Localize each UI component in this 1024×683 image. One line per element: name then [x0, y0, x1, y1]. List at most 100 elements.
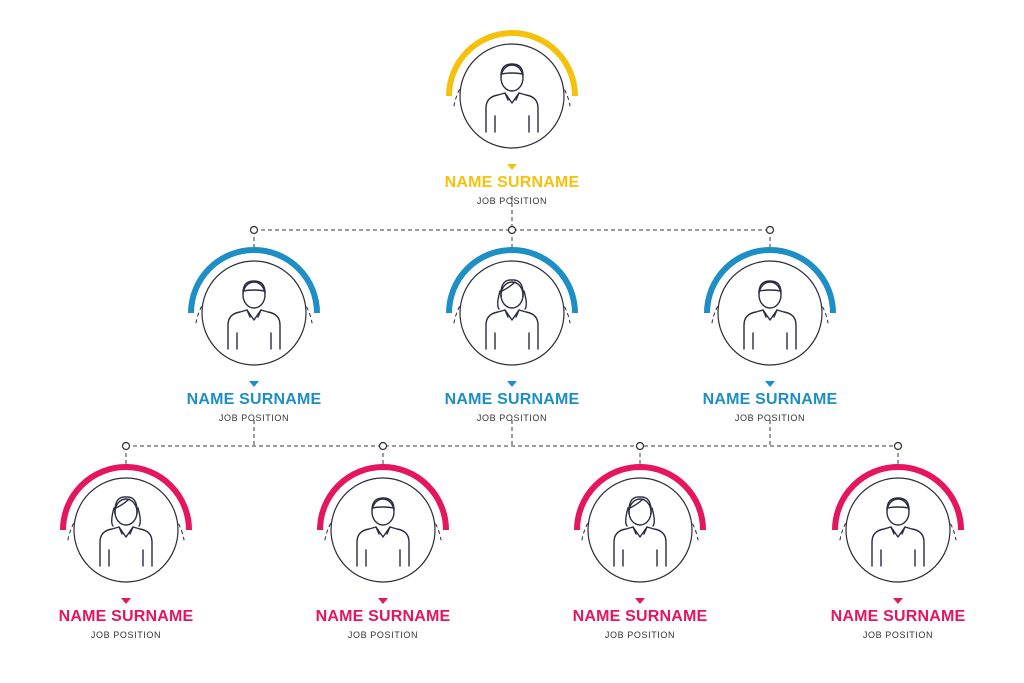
node-position: JOB POSITION: [476, 196, 548, 206]
avatar-circle: [717, 260, 823, 366]
torso-shape: [485, 309, 539, 350]
level-arc: [574, 464, 706, 531]
node-label-n1: NAME SURNAME JOB POSITION: [154, 391, 354, 424]
torso-shape: [743, 309, 797, 350]
arm-lines: [622, 549, 658, 567]
hair-shape: [758, 280, 782, 294]
head-shape: [758, 281, 782, 309]
pointer-triangle-icon: [765, 381, 775, 387]
pointer-triangle-icon: [121, 598, 131, 604]
avatar-circle: [459, 260, 565, 366]
female-person-icon: [485, 279, 539, 350]
junction-dot: [635, 441, 645, 451]
level-arc: [704, 247, 836, 314]
head-shape: [371, 498, 395, 526]
male-person-icon: [227, 280, 281, 350]
node-name: NAME SURNAME: [444, 391, 580, 408]
collar-lines: [762, 309, 778, 318]
male-person-icon: [871, 497, 925, 567]
node-name: NAME SURNAME: [315, 608, 451, 625]
node-position: JOB POSITION: [476, 413, 548, 423]
avatar-circle: [201, 260, 307, 366]
junction-dot: [378, 441, 388, 451]
node-label-n0: NAME SURNAME JOB POSITION: [412, 174, 612, 207]
level-arc: [60, 464, 192, 531]
node-label-n5: NAME SURNAME JOB POSITION: [283, 608, 483, 641]
hair-shape: [371, 497, 395, 511]
hair-shape: [886, 497, 910, 511]
node-label-n6: NAME SURNAME JOB POSITION: [540, 608, 740, 641]
pointer-triangle-icon: [635, 598, 645, 604]
level-arc: [446, 247, 578, 314]
junction-dot: [249, 225, 259, 235]
collar-lines: [375, 526, 391, 535]
head-shape: [886, 498, 910, 526]
torso-shape: [485, 92, 539, 133]
female-person-icon: [613, 496, 667, 567]
node-name: NAME SURNAME: [444, 174, 580, 191]
junction-dot: [507, 225, 517, 235]
head-shape: [242, 281, 266, 309]
male-person-icon: [356, 497, 410, 567]
level-arc: [832, 464, 964, 531]
collar-lines: [504, 309, 520, 318]
pointer-triangle-icon: [507, 381, 517, 387]
avatar-circle: [845, 477, 951, 583]
hair-shape: [111, 496, 141, 527]
hair-shape: [500, 63, 524, 77]
male-person-icon: [485, 63, 539, 133]
male-person-icon: [743, 280, 797, 350]
torso-shape: [613, 526, 667, 567]
torso-shape: [871, 526, 925, 567]
junction-dot: [121, 441, 131, 451]
arm-lines: [880, 549, 916, 567]
node-position: JOB POSITION: [347, 630, 419, 640]
junction-dot: [893, 441, 903, 451]
node-position: JOB POSITION: [90, 630, 162, 640]
node-label-n7: NAME SURNAME JOB POSITION: [798, 608, 998, 641]
node-label-n4: NAME SURNAME JOB POSITION: [26, 608, 226, 641]
torso-shape: [356, 526, 410, 567]
pointer-triangle-icon: [507, 164, 517, 170]
collar-lines: [632, 526, 648, 535]
hair-shape: [242, 280, 266, 294]
node-position: JOB POSITION: [604, 630, 676, 640]
pointer-triangle-icon: [249, 381, 259, 387]
node-name: NAME SURNAME: [572, 608, 708, 625]
node-name: NAME SURNAME: [186, 391, 322, 408]
pointer-triangle-icon: [378, 598, 388, 604]
arm-lines: [108, 549, 144, 567]
arm-lines: [236, 332, 272, 350]
avatar-circle: [587, 477, 693, 583]
node-label-n3: NAME SURNAME JOB POSITION: [670, 391, 870, 424]
level-arc: [446, 30, 578, 97]
arm-lines: [494, 115, 530, 133]
hair-shape: [497, 279, 527, 310]
level-arc: [188, 247, 320, 314]
arm-lines: [752, 332, 788, 350]
avatar-circle: [73, 477, 179, 583]
pointer-triangle-icon: [893, 598, 903, 604]
level-arc: [317, 464, 449, 531]
node-name: NAME SURNAME: [58, 608, 194, 625]
collar-lines: [246, 309, 262, 318]
node-name: NAME SURNAME: [830, 608, 966, 625]
collar-lines: [890, 526, 906, 535]
head-shape: [500, 64, 524, 92]
avatar-circle: [330, 477, 436, 583]
node-position: JOB POSITION: [734, 413, 806, 423]
collar-lines: [504, 92, 520, 101]
node-graphics: [60, 30, 964, 604]
torso-shape: [99, 526, 153, 567]
torso-shape: [227, 309, 281, 350]
avatar-circle: [459, 43, 565, 149]
female-person-icon: [99, 496, 153, 567]
hair-shape: [625, 496, 655, 527]
node-label-n2: NAME SURNAME JOB POSITION: [412, 391, 612, 424]
arm-lines: [365, 549, 401, 567]
junction-dot: [765, 225, 775, 235]
connector-lines: [121, 196, 903, 464]
arm-lines: [494, 332, 530, 350]
node-name: NAME SURNAME: [702, 391, 838, 408]
